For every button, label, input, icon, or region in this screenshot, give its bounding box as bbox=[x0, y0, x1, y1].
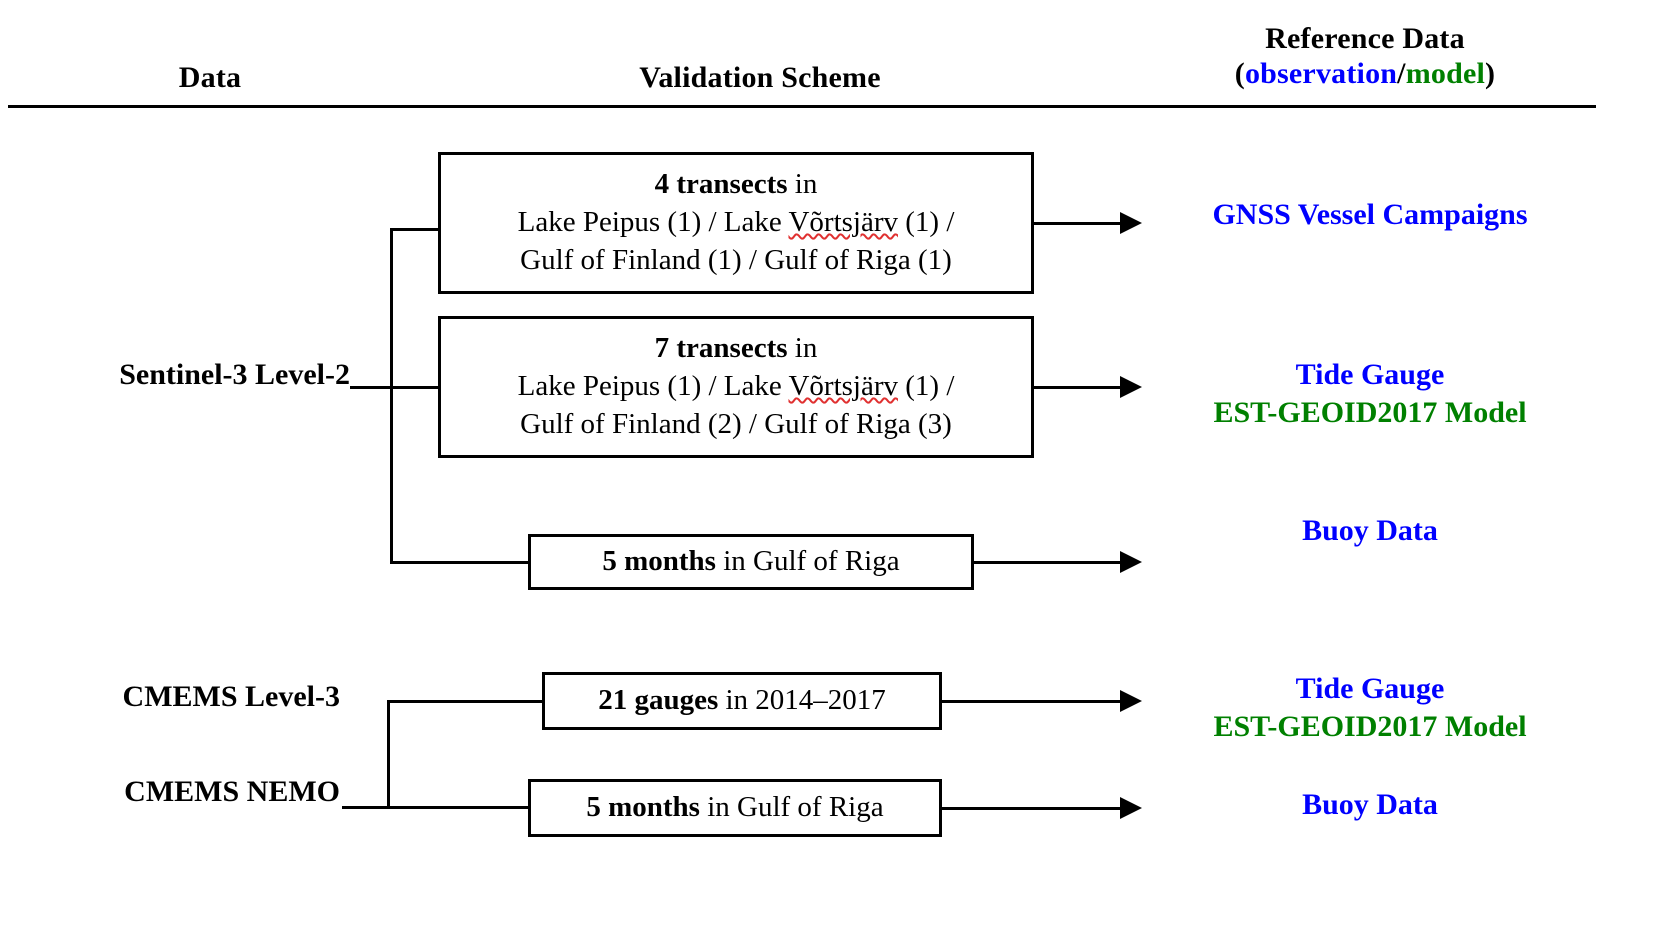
misspelled-word: Võrtsjärv bbox=[788, 370, 898, 403]
misspelled-word: Võrtsjärv bbox=[788, 206, 898, 239]
connector-cmems-branch-1 bbox=[387, 700, 545, 703]
reference-tide-gauge-sentinel: Tide Gauge EST-GEOID2017 Model bbox=[1120, 356, 1620, 433]
paren-close: ) bbox=[1485, 57, 1496, 91]
scheme-box-count: 5 months bbox=[602, 545, 716, 578]
reference-line-observation: Tide Gauge bbox=[1295, 672, 1445, 705]
scheme-box-count: 4 transects bbox=[654, 168, 788, 201]
scheme-box-line-1-rest: in 2014–2017 bbox=[718, 684, 886, 717]
connector-sentinel-branch-2 bbox=[390, 386, 440, 389]
scheme-box-line-1: 5 months in Gulf of Riga bbox=[586, 789, 883, 827]
connector-cmems-trunk bbox=[387, 700, 390, 808]
reference-line-observation: Buoy Data bbox=[1302, 514, 1438, 547]
scheme-box-7-transects: 7 transects in Lake Peipus (1) / Lake Võ… bbox=[438, 316, 1034, 458]
reference-line-model: EST-GEOID2017 Model bbox=[1213, 396, 1527, 430]
column-header-data-label: Data bbox=[178, 61, 242, 94]
arrow-head-icon bbox=[1120, 797, 1142, 819]
arrow-shaft bbox=[974, 561, 1120, 564]
arrow-to-gnss-vessel-campaigns bbox=[1034, 212, 1142, 234]
scheme-box-line-1-rest: in Gulf of Riga bbox=[715, 545, 900, 578]
reference-buoy-data-cmems: Buoy Data bbox=[1120, 786, 1620, 824]
data-label-sentinel-3-level-2: Sentinel-3 Level-2 bbox=[119, 358, 350, 391]
scheme-box-line-1: 5 months in Gulf of Riga bbox=[602, 543, 899, 581]
header-divider-rule bbox=[8, 105, 1596, 108]
arrow-shaft bbox=[1034, 386, 1120, 389]
connector-sentinel-branch-3 bbox=[390, 561, 530, 564]
legend-observation: observation bbox=[1244, 57, 1398, 91]
scheme-box-count: 21 gauges bbox=[598, 684, 719, 717]
legend-model: model bbox=[1405, 57, 1486, 91]
scheme-box-line-2: Lake Peipus (1) / Lake Võrtsjärv (1) / bbox=[518, 368, 955, 406]
arrow-shaft bbox=[942, 807, 1120, 810]
scheme-box-5-months-cmems: 5 months in Gulf of Riga bbox=[528, 779, 942, 837]
arrow-to-tide-gauge-cmems bbox=[942, 690, 1142, 712]
scheme-box-line-2-b: (1) / bbox=[898, 206, 955, 239]
scheme-box-line-3: Gulf of Finland (2) / Gulf of Riga (3) bbox=[520, 407, 952, 440]
arrow-shaft bbox=[942, 700, 1120, 703]
arrow-shaft bbox=[1034, 222, 1120, 225]
reference-line-model: EST-GEOID2017 Model bbox=[1213, 710, 1527, 744]
scheme-box-line-2: Lake Peipus (1) / Lake Võrtsjärv (1) / bbox=[518, 204, 955, 242]
arrow-head-icon bbox=[1120, 376, 1142, 398]
arrow-to-buoy-data-cmems bbox=[942, 797, 1142, 819]
reference-buoy-data-sentinel: Buoy Data bbox=[1120, 512, 1620, 550]
scheme-box-line-1-rest: in bbox=[787, 332, 818, 365]
arrow-head-icon bbox=[1120, 212, 1142, 234]
scheme-box-5-months-sentinel: 5 months in Gulf of Riga bbox=[528, 534, 974, 590]
data-label-cmems-level-3: CMEMS Level-3 bbox=[122, 680, 340, 713]
column-header-reference-title: Reference Data bbox=[1265, 22, 1465, 55]
column-header-reference-subtitle: (observation/model) bbox=[1130, 56, 1600, 91]
scheme-box-line-2-b: (1) / bbox=[898, 370, 955, 403]
column-header-validation-scheme: Validation Scheme bbox=[460, 60, 1060, 95]
legend-separator: / bbox=[1397, 57, 1406, 91]
scheme-box-4-transects: 4 transects in Lake Peipus (1) / Lake Võ… bbox=[438, 152, 1034, 294]
paren-open: ( bbox=[1234, 57, 1245, 91]
data-label-cmems-nemo: CMEMS NEMO bbox=[124, 775, 340, 808]
reference-line-observation: Buoy Data bbox=[1302, 788, 1438, 821]
column-header-validation-scheme-label: Validation Scheme bbox=[639, 61, 881, 94]
scheme-box-line-1-rest: in bbox=[787, 168, 818, 201]
scheme-box-count: 5 months bbox=[586, 791, 700, 824]
reference-line-observation: Tide Gauge bbox=[1295, 358, 1445, 391]
connector-sentinel-trunk bbox=[390, 228, 393, 564]
reference-line-observation: GNSS Vessel Campaigns bbox=[1212, 198, 1528, 231]
scheme-box-line-2-a: Lake Peipus (1) / Lake bbox=[517, 206, 789, 239]
scheme-box-line-1: 21 gauges in 2014–2017 bbox=[598, 682, 886, 720]
arrow-head-icon bbox=[1120, 551, 1142, 573]
scheme-box-line-1: 7 transects in bbox=[655, 330, 818, 368]
connector-cmems-stub bbox=[342, 806, 388, 809]
connector-cmems-branch-2 bbox=[387, 806, 531, 809]
connector-sentinel-branch-1 bbox=[390, 228, 440, 231]
scheme-box-line-3: Gulf of Finland (1) / Gulf of Riga (1) bbox=[520, 243, 952, 276]
column-header-reference-data: Reference Data (observation/model) bbox=[1130, 21, 1600, 92]
arrow-to-tide-gauge-sentinel bbox=[1034, 376, 1142, 398]
scheme-box-count: 7 transects bbox=[654, 332, 788, 365]
scheme-box-line-1: 4 transects in bbox=[655, 166, 818, 204]
reference-gnss-vessel-campaigns: GNSS Vessel Campaigns bbox=[1120, 196, 1620, 234]
column-header-data: Data bbox=[60, 60, 360, 95]
arrow-to-buoy-data-sentinel bbox=[974, 551, 1142, 573]
arrow-head-icon bbox=[1120, 690, 1142, 712]
reference-tide-gauge-cmems: Tide Gauge EST-GEOID2017 Model bbox=[1120, 670, 1620, 747]
scheme-box-line-1-rest: in Gulf of Riga bbox=[699, 791, 884, 824]
scheme-box-21-gauges: 21 gauges in 2014–2017 bbox=[542, 672, 942, 730]
scheme-box-line-2-a: Lake Peipus (1) / Lake bbox=[517, 370, 789, 403]
connector-sentinel-stub bbox=[350, 386, 390, 389]
